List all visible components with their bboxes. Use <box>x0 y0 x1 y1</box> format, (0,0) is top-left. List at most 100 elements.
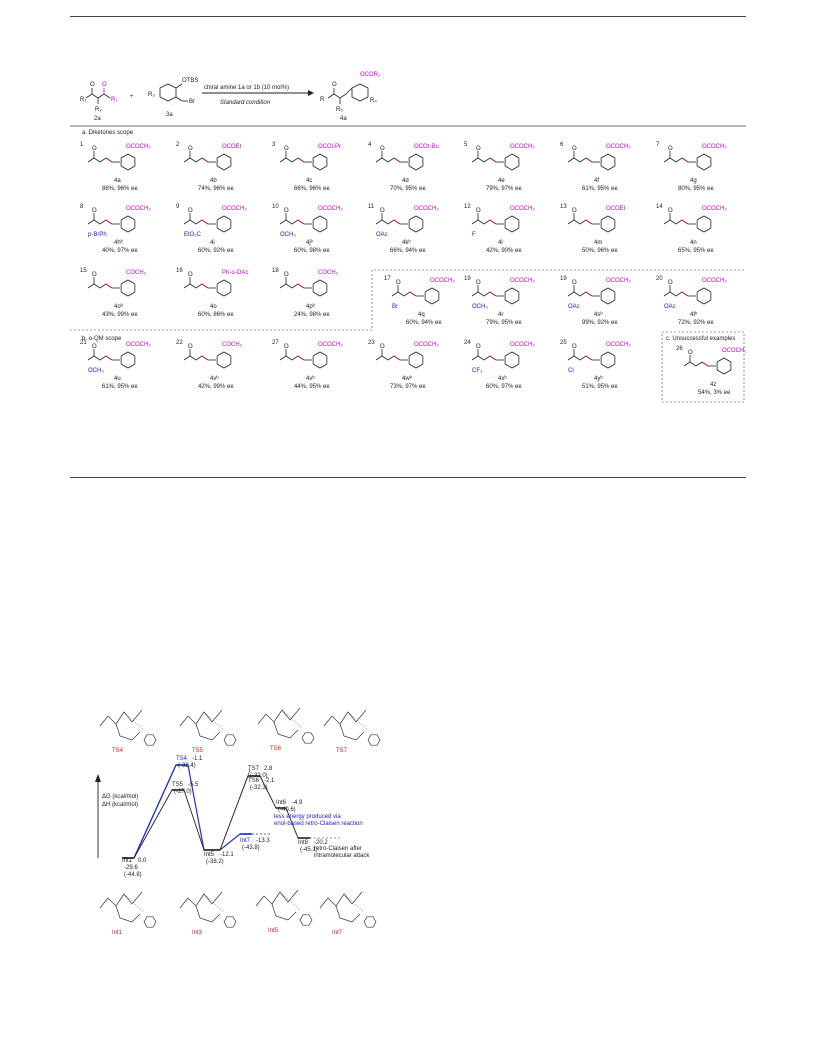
structure-ring <box>223 916 237 928</box>
ester-substituent: OCOCH₃ <box>702 206 727 212</box>
entry-number: 24 <box>464 340 471 346</box>
benzene-ring <box>600 153 616 171</box>
new-bond <box>585 355 593 361</box>
compound-id: 4a <box>114 178 121 184</box>
structure-backbone <box>179 891 223 909</box>
entry-number: 13 <box>560 204 567 210</box>
benzene-ring <box>600 287 616 305</box>
yield-ee: 79%, 95% ee <box>486 320 522 326</box>
compound-id: 4m <box>594 240 602 246</box>
structure-ring <box>301 732 315 744</box>
yield-ee: 61%, 95% ee <box>582 186 618 192</box>
entry-number: 6 <box>560 142 564 148</box>
benzene-ring <box>408 153 424 171</box>
top-rule <box>70 16 746 17</box>
note-black-line-1: retro-Claisen after <box>314 846 362 852</box>
level-tag: TS7 <box>248 766 260 772</box>
new-bond <box>201 219 209 225</box>
ester-substituent: OCOt-Bu <box>414 144 439 150</box>
structure-label: TS6 <box>270 746 282 752</box>
yield-ee: 80%, 95% ee <box>678 186 714 192</box>
level-tag: Int7 <box>240 838 251 844</box>
level-g: -4.9 <box>292 800 303 806</box>
ketone-oxygen: O <box>380 208 385 214</box>
product-ester: OCOR₂ <box>360 72 381 78</box>
structure-label: TS7 <box>336 748 348 754</box>
ester-substituent: OCOCH₃ <box>606 278 631 284</box>
level-g: 0.0 <box>138 858 147 864</box>
structure-label: Int1 <box>112 930 123 936</box>
br-label: Br <box>189 99 195 105</box>
otbs-label: OTBS <box>182 78 198 84</box>
benzene-ring <box>716 357 732 375</box>
ester-substituent: OCOCH₃ <box>702 278 727 284</box>
compound-id: 4wᵇ <box>402 375 413 382</box>
r4-label: R₄ <box>370 98 377 104</box>
structure-branch <box>339 723 365 741</box>
ketone-oxygen: O <box>284 208 289 214</box>
energy-level-label: Int7 -13.3(-43.8) <box>240 838 270 851</box>
benzene-ring <box>120 279 136 297</box>
level-g: 2.8 <box>264 766 273 772</box>
new-bond <box>409 291 417 297</box>
compound-id: 4b <box>210 178 217 184</box>
yield-ee: 43%, 99% ee <box>102 312 138 318</box>
level-h: (-43.8) <box>242 845 260 851</box>
level-tag: Int5 <box>204 852 215 858</box>
ketone-oxygen: O <box>284 344 289 350</box>
note-blue-line-1: less energy produced via <box>274 814 341 820</box>
oxygen-b: O <box>102 82 107 88</box>
new-bond <box>489 291 497 297</box>
yield-ee: 42%, 90% ee <box>486 248 522 254</box>
ester-substituent: Ph-o-OAc <box>222 270 248 276</box>
structure-backbone <box>255 889 299 907</box>
new-bond <box>297 355 305 361</box>
ester-substituent: OCOCH₃ <box>414 206 439 212</box>
yield-ee: 66%, 94% ee <box>390 248 426 254</box>
r1-label-left: R₁ <box>80 97 86 103</box>
benzene-ring <box>504 351 520 369</box>
yield-ee: 40%, 97% ee <box>102 248 138 254</box>
extra-substituent: Br <box>392 304 398 310</box>
compound-id: 4r <box>498 312 503 318</box>
yield-ee: 60%, 86% ee <box>198 312 234 318</box>
new-bond <box>201 157 209 163</box>
section-b-heading: b. o-QM scope <box>82 336 122 342</box>
benzene-ring <box>504 153 520 171</box>
entry-number: 19 <box>464 276 471 282</box>
yield-ee: 73%, 97% ee <box>390 384 426 390</box>
level-h: (-27.0) <box>174 789 192 795</box>
ester-substituent: OCOCH₃ <box>510 278 535 284</box>
r3-label: R₃ <box>148 92 155 98</box>
new-bond <box>585 291 593 297</box>
level-h: (-32.4) <box>178 763 196 769</box>
level-h: (-45.1) <box>300 847 318 853</box>
ester-substituent: OCOCH₃ <box>606 342 631 348</box>
compound-id: 4o <box>210 304 217 310</box>
new-bond <box>681 291 689 297</box>
new-bond <box>489 157 497 163</box>
ketone-oxygen: O <box>668 280 673 286</box>
ketone-oxygen: O <box>188 272 193 278</box>
structure-sketch: Int3 <box>179 891 237 936</box>
level-g: -13.3 <box>256 838 270 844</box>
entry-number: 23 <box>368 340 375 346</box>
benzene-ring <box>600 351 616 369</box>
ester-substituent: COCH₃ <box>126 270 147 276</box>
entry-number: 22 <box>176 340 183 346</box>
extra-substituent: EtO₂C <box>184 232 202 238</box>
structure-label: Int3 <box>192 930 203 936</box>
benzene-ring <box>312 279 328 297</box>
entry-number: 3 <box>272 142 276 148</box>
